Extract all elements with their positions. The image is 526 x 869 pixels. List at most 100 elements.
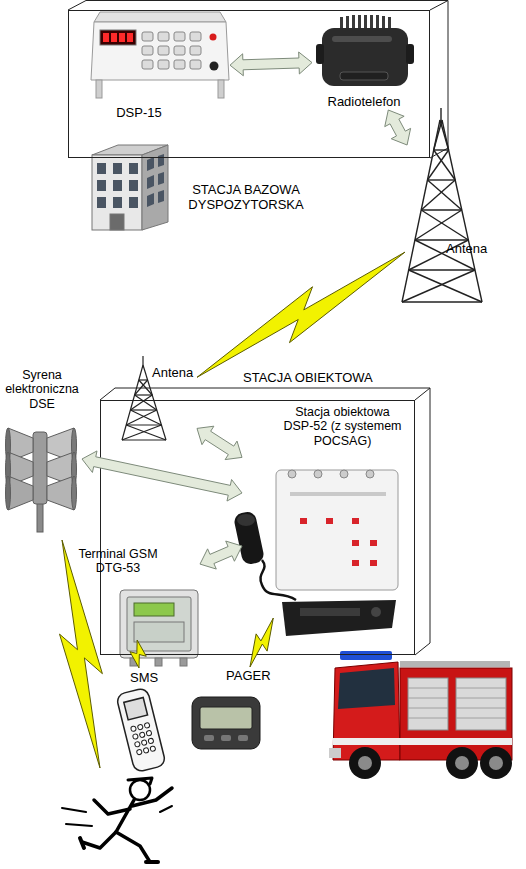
antenna-tower — [428, 179, 456, 180]
antenna-tower — [421, 180, 455, 210]
running-firefighter — [128, 778, 152, 784]
dsp15-device — [210, 62, 219, 71]
radiotelephone-device — [382, 16, 385, 30]
node-label: Antena — [152, 366, 200, 381]
building-icon — [147, 193, 154, 207]
building-icon — [97, 163, 106, 174]
running-firefighter — [160, 806, 172, 812]
gsm-terminal-node: Terminal GSM DTG-53 — [68, 545, 200, 640]
running-firefighter — [116, 832, 150, 862]
running-firefighter — [66, 824, 92, 826]
dsp52-station-device — [352, 518, 359, 524]
dsp15-device — [91, 12, 229, 98]
fire-truck — [456, 708, 506, 709]
antenna-tower — [402, 301, 482, 302]
node-label: PAGER — [226, 669, 276, 684]
antenna-tower — [440, 108, 441, 120]
radiotelephone-device — [332, 36, 392, 42]
pager-device — [192, 697, 260, 749]
antenna-tower — [122, 425, 161, 440]
antenna-tower — [428, 180, 462, 210]
mobile-phone — [134, 741, 140, 747]
gsm-terminal — [180, 658, 187, 666]
mobile-phone — [148, 738, 154, 744]
fire-truck — [349, 747, 381, 779]
fire-truck — [455, 756, 469, 770]
dsp52-station-device — [300, 608, 360, 616]
dsp15-device — [111, 33, 117, 42]
dsp52-station-device — [352, 560, 359, 566]
radiotelephone-device — [406, 44, 414, 64]
box-perspective-lines — [415, 388, 430, 400]
node-label: DSP-15 — [99, 106, 179, 121]
dsp15-device — [174, 32, 185, 41]
dsp52-station-device — [370, 540, 377, 546]
node-label: STACJA BAZOWA DYSPOZYTORSKA — [181, 183, 311, 213]
dsp15-device — [96, 80, 102, 98]
pager-device — [221, 735, 231, 741]
box-perspective-lines — [115, 388, 430, 389]
gsm-terminal — [130, 658, 137, 666]
antenna-tower — [122, 439, 166, 440]
electronic-siren — [72, 476, 77, 510]
running-firefighter — [80, 838, 84, 848]
fire-truck — [400, 661, 510, 667]
fire-truck — [480, 747, 512, 779]
antenna-tower — [130, 409, 156, 410]
building-icon — [92, 155, 142, 230]
dsp52-station-device — [260, 560, 296, 600]
building-icon — [97, 154, 164, 208]
radiotelephone-device — [376, 15, 379, 30]
fire-truck — [338, 668, 395, 709]
antenna-tower — [122, 365, 143, 440]
fire-truck — [408, 698, 448, 699]
electronic-siren — [6, 476, 11, 510]
antenna-tower — [402, 270, 475, 302]
mobile-phone — [139, 732, 145, 738]
electronic-siren — [37, 500, 43, 532]
antenna-tower — [135, 380, 148, 395]
mobile-phone — [143, 747, 149, 753]
mobile-phone — [141, 740, 147, 746]
double-arrow — [197, 426, 242, 459]
fire-truck — [329, 748, 341, 758]
pager-device — [200, 707, 252, 729]
dsp15-device — [158, 46, 169, 55]
gsm-terminal — [134, 622, 184, 642]
fire-truck — [329, 651, 512, 779]
object-station-box: STACJA OBIEKTOWAStacja obiektowa DSP-52 … — [100, 400, 415, 655]
mobile-phone — [144, 722, 150, 728]
fire-truck — [358, 756, 372, 770]
dsp15-device — [103, 33, 109, 42]
mobile-phone — [130, 722, 155, 755]
radiotelephone-device — [352, 15, 355, 30]
gsm-terminal — [120, 590, 198, 658]
electronic-siren — [6, 428, 77, 532]
box-perspective-lines — [415, 643, 430, 655]
running-firefighter — [62, 808, 86, 812]
node-label: SMS — [130, 671, 172, 686]
antenna-tower — [126, 425, 166, 440]
radiotelephone-device — [358, 15, 361, 30]
box-perspective-lines — [448, 1, 449, 149]
dsp15-device — [127, 33, 133, 42]
dsp15-device — [94, 12, 226, 22]
double-arrow — [82, 451, 242, 501]
dsp52-station-device — [326, 518, 333, 524]
antenna-tower — [130, 395, 152, 410]
radio-link-bolt — [197, 252, 405, 377]
antenna-tower — [126, 410, 157, 425]
dsp52-station-device — [288, 470, 296, 478]
fire-truck — [456, 678, 506, 730]
gsm-terminal — [134, 603, 174, 616]
antenna-tower — [415, 239, 468, 240]
antenna-tower — [130, 410, 161, 425]
antenna-tower — [135, 394, 153, 395]
double-arrow — [385, 110, 411, 145]
base-station-box: STACJA BAZOWA DYSPOZYTORSKADSP-15Radiote… — [68, 10, 430, 158]
radiotelephone-device — [370, 15, 373, 30]
node-label: Stacja obiektowa DSP-52 (z systemem POCS… — [280, 405, 405, 448]
building-icon — [113, 180, 122, 191]
building-icon — [158, 190, 164, 203]
